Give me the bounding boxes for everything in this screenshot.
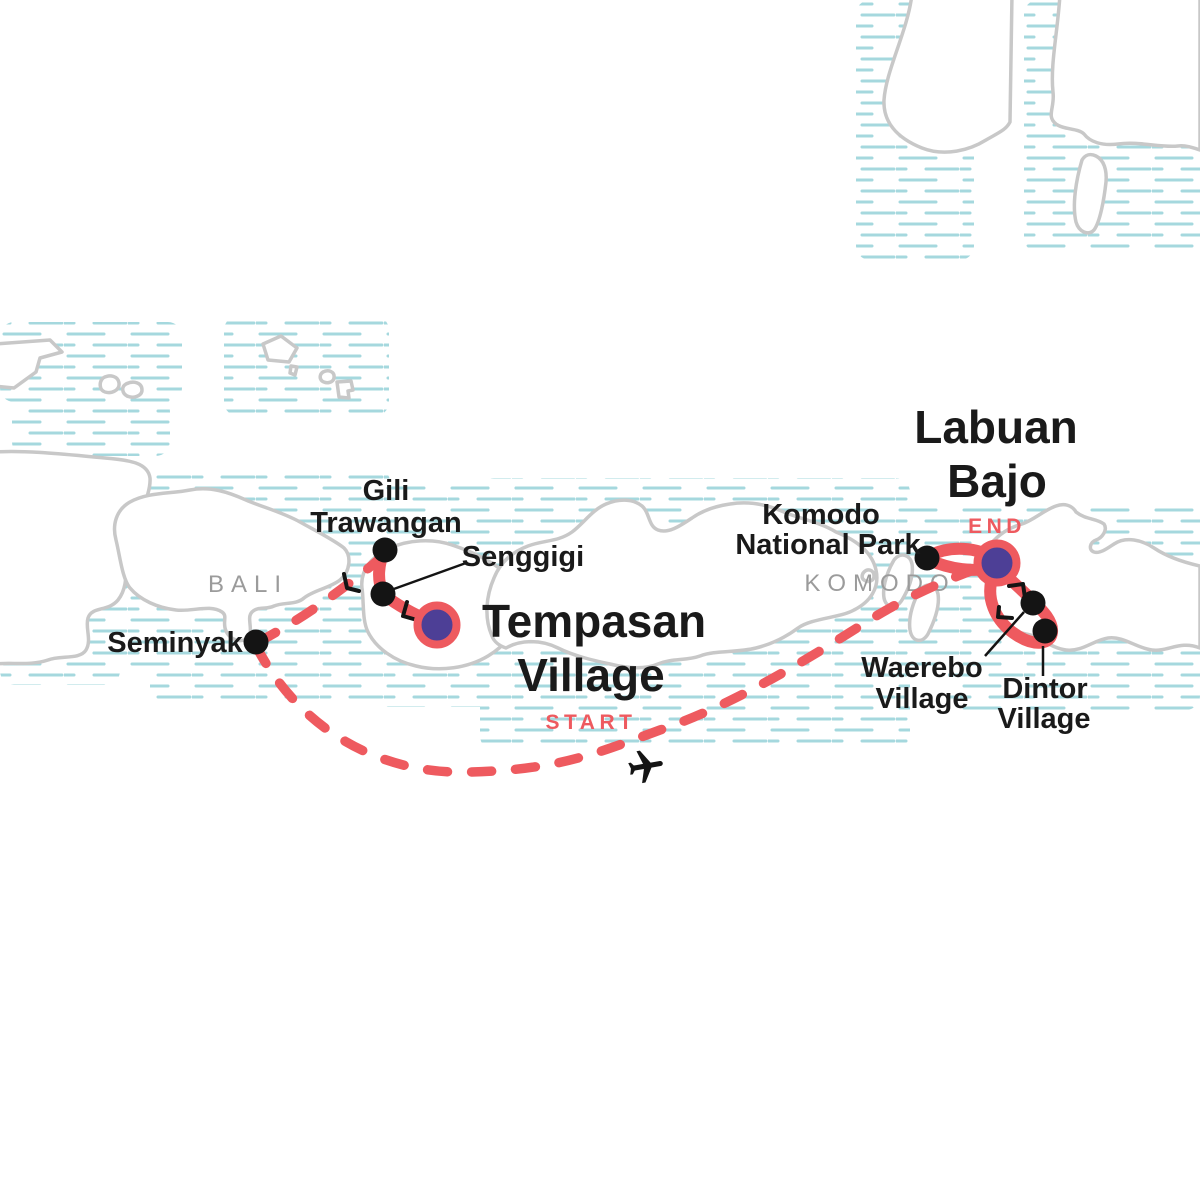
chevron-return-labuan <box>996 605 1014 620</box>
island-komodo-1 <box>881 553 915 609</box>
start-marker-core <box>421 609 453 641</box>
chevron-toward-waerebo <box>1007 582 1027 600</box>
label-tempasan-line1: Tempasan <box>482 595 706 647</box>
route-flight-seminyak-to-labuan-bajo <box>251 562 987 777</box>
label-tempasan-line2: Village <box>517 649 664 701</box>
islands <box>0 0 1200 671</box>
stop-dot-seminyak <box>243 629 269 655</box>
stop-dots <box>243 537 1058 655</box>
route-gili-to-seminyak-dashed <box>255 551 388 646</box>
label-dintor-line2: Village <box>998 703 1091 735</box>
stop-dot-senggigi <box>370 581 396 607</box>
label-gili-trawangan-line2: Trawangan <box>310 507 462 539</box>
island-small-7 <box>335 379 355 400</box>
chevron-toward-seminyak <box>342 572 361 593</box>
island-sulawesi-west <box>882 0 1014 154</box>
end-badge: END <box>968 515 1026 538</box>
end-marker-core <box>981 547 1013 579</box>
end-marker-ring <box>973 539 1021 587</box>
stop-dot-gili-trawangan <box>372 537 398 563</box>
airplane-icon <box>628 750 663 784</box>
island-small-6 <box>318 369 336 385</box>
label-dintor-line1: Dintor <box>1002 673 1087 705</box>
label-waerebo-line1: Waerebo <box>861 652 982 684</box>
island-small-1 <box>0 338 64 390</box>
island-komodo-3 <box>860 568 876 584</box>
leader-senggigi <box>390 561 467 592</box>
label-seminyak: Seminyak <box>107 627 243 659</box>
end-marker <box>973 539 1021 587</box>
island-small-5 <box>288 364 299 377</box>
label-waerebo-line2: Village <box>876 683 969 715</box>
label-senggigi: Senggigi <box>462 541 584 573</box>
label-labuan-bajo-line1: Labuan <box>914 401 1078 453</box>
island-sulawesi-east <box>1049 0 1200 152</box>
start-badge: START <box>546 711 637 734</box>
region-label-bali: BALI <box>208 571 288 598</box>
chevron-toward-tempasan <box>401 600 419 622</box>
leader-lines <box>390 561 1045 676</box>
island-small-4 <box>261 334 299 364</box>
stop-dot-dintor-village <box>1032 618 1058 644</box>
island-sumbawa <box>485 498 879 670</box>
label-labuan-bajo-line2: Bajo <box>947 455 1047 507</box>
island-selayar <box>1072 152 1108 235</box>
island-bali <box>112 487 351 643</box>
direction-chevrons <box>342 572 1027 622</box>
label-gili-trawangan-line1: Gili <box>363 475 410 507</box>
stop-dot-komodo-national-park <box>914 545 940 571</box>
start-marker-ring <box>413 601 461 649</box>
place-labels: Gili Trawangan Senggigi Seminyak Tempasa… <box>107 401 1090 735</box>
island-small-3 <box>121 380 144 399</box>
label-komodo-np-line1: Komodo <box>762 499 880 531</box>
start-marker <box>413 601 461 649</box>
label-komodo-np-line2: National Park <box>735 529 921 561</box>
leader-waerebo <box>984 611 1025 657</box>
island-small-2 <box>98 374 121 395</box>
stop-dot-waerebo-village <box>1020 590 1046 616</box>
